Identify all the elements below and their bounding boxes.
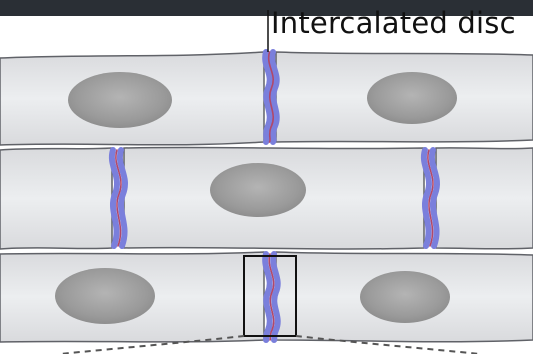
nucleus (367, 72, 457, 124)
nucleus (55, 268, 155, 324)
nucleus (68, 72, 172, 128)
intercalated-disc-label: Intercalated disc (271, 6, 516, 40)
intercalated-disc (424, 150, 437, 246)
intercalated-disc (265, 52, 277, 142)
nucleus (360, 271, 450, 323)
nucleus (210, 163, 306, 217)
intercalated-disc (112, 150, 125, 246)
intercalated-disc (265, 254, 278, 340)
